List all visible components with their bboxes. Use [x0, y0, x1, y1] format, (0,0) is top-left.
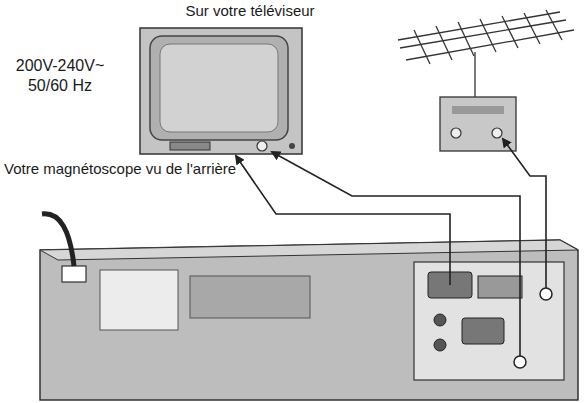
tv-set	[140, 28, 302, 154]
wall-socket	[440, 97, 516, 151]
tv-heading: Sur votre téléviseur	[150, 2, 350, 21]
vcr-rear	[40, 240, 578, 400]
power-spec: 200V-240V~ 50/60 Hz	[4, 56, 116, 96]
cables	[236, 139, 546, 356]
antenna	[398, 10, 574, 98]
vcr-heading: Votre magnétoscope vu de l'arrière	[4, 160, 304, 179]
power-cord	[42, 214, 74, 266]
